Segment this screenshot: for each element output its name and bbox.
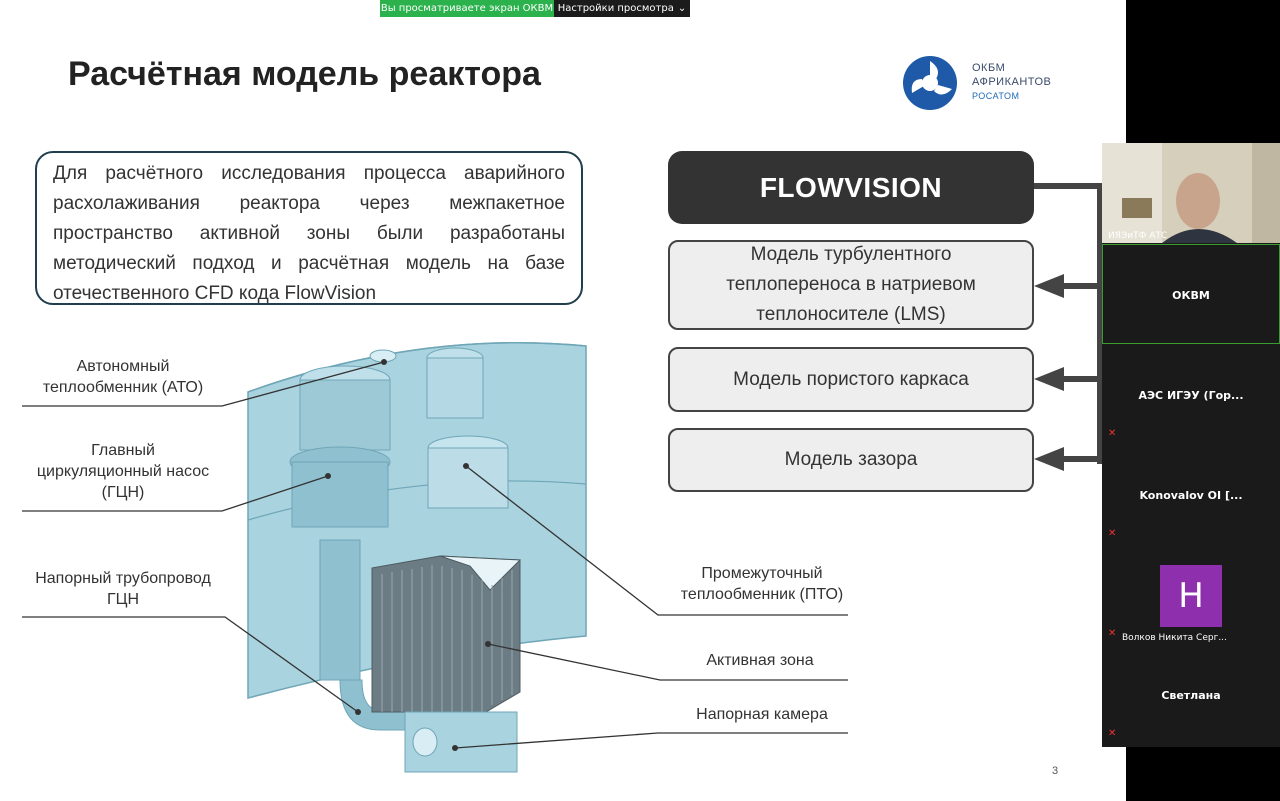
model-box-porous: Модель пористого каркаса <box>668 347 1034 412</box>
label-core: Активная зона <box>706 652 814 669</box>
participant-tile[interactable]: Н ✕ Волков Никита Серг... <box>1102 545 1280 645</box>
participant-tile[interactable]: АЭС ИГЭУ (Гор... ✕ <box>1102 345 1280 445</box>
logo-line-1: ОКБМ <box>972 62 1006 74</box>
participant-tile[interactable]: ИЯЭиТФ АТС <box>1102 143 1280 243</box>
model-box-gap: Модель зазора <box>668 428 1034 492</box>
leader-lines <box>22 359 848 751</box>
viewing-screen-label: Вы просматриваете экран ОКВМ <box>380 0 554 17</box>
video-feed-icon <box>1102 143 1280 243</box>
participant-name: Светлана <box>1161 689 1221 702</box>
participant-name: ИЯЭиТФ АТС <box>1108 231 1168 241</box>
participant-tile[interactable]: Светлана ✕ <box>1102 645 1280 745</box>
label-pipe: Напорный трубопровод ГЦН <box>35 570 211 608</box>
label-pto: Промежуточный теплообменник (ПТО) <box>680 565 844 603</box>
logo-line-2: АФРИКАНТОВ <box>972 76 1052 88</box>
rosatom-logo-icon <box>903 56 957 110</box>
page-number: 3 <box>1052 765 1059 777</box>
model-box-turbulent: Модель турбулентного теплопереноса в нат… <box>668 240 1034 330</box>
presentation-slide: Расчётная модель реактора ОКБМ АФРИКАНТО… <box>0 0 1126 801</box>
mic-muted-icon: ✕ <box>1108 728 1117 739</box>
participants-panel: ИЯЭиТФ АТС ОКВМ АЭС ИГЭУ (Гор... ✕ Konov… <box>1102 143 1280 747</box>
mic-muted-icon: ✕ <box>1108 428 1117 439</box>
view-options-button[interactable]: Настройки просмотра ⌄ <box>554 0 690 17</box>
company-logo: ОКБМ АФРИКАНТОВ РОСАТОМ <box>902 55 1062 111</box>
participant-tile[interactable]: Konovalov OI [... ✕ <box>1102 445 1280 545</box>
logo-line-3: РОСАТОМ <box>972 91 1020 101</box>
label-ato: Автономный теплообменник (АТО) <box>42 358 204 396</box>
model-connectors <box>1034 183 1104 471</box>
view-options-label: Настройки просмотра <box>557 3 674 14</box>
flowvision-box: FLOWVISION <box>668 151 1034 224</box>
participant-name: Волков Никита Серг... <box>1122 633 1227 643</box>
mic-muted-icon: ✕ <box>1108 628 1117 639</box>
logo-text: ОКБМ АФРИКАНТОВ РОСАТОМ <box>972 61 1051 103</box>
reactor-diagram <box>22 183 1104 773</box>
screen-share-bar: Вы просматриваете экран ОКВМ Настройки п… <box>380 0 690 17</box>
participant-name: ОКВМ <box>1172 289 1210 302</box>
reactor-model <box>247 341 587 773</box>
participant-video <box>1102 143 1280 243</box>
description-box: Для расчётного исследования процесса ава… <box>35 151 583 305</box>
participant-name: Konovalov OI [... <box>1139 489 1243 502</box>
participant-tile-active[interactable]: ОКВМ <box>1102 244 1280 344</box>
mic-muted-icon: ✕ <box>1108 528 1117 539</box>
participant-name: АЭС ИГЭУ (Гор... <box>1138 389 1244 402</box>
label-chamber: Напорная камера <box>696 706 828 723</box>
slide-title: Расчётная модель реактора <box>68 55 541 93</box>
label-gcn: Главный циркуляционный насос (ГЦН) <box>36 442 210 501</box>
avatar: Н <box>1160 565 1222 627</box>
chevron-down-icon: ⌄ <box>677 3 687 14</box>
